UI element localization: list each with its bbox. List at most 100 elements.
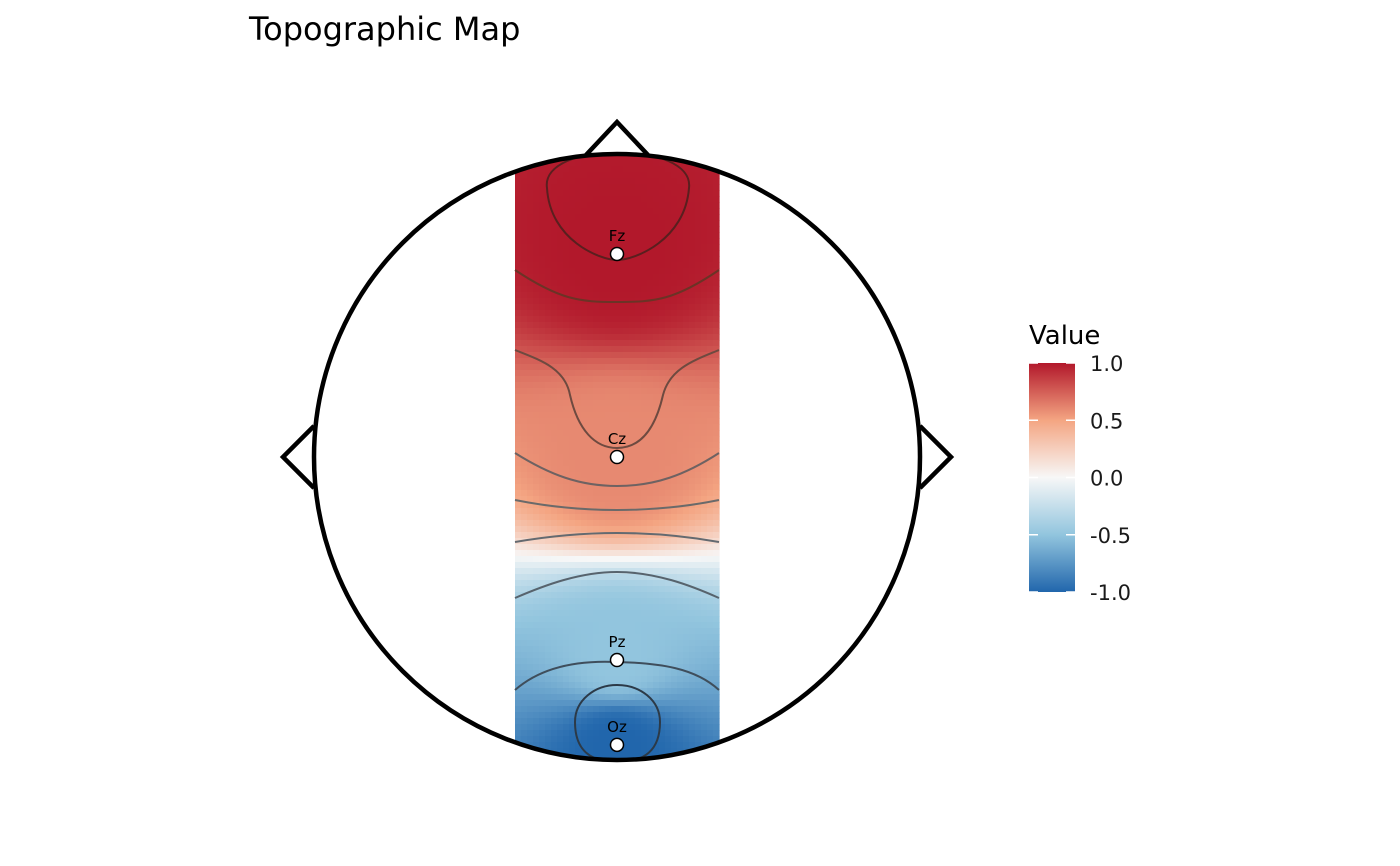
- field-cell: [599, 700, 606, 707]
- field-cell: [701, 244, 708, 251]
- field-cell: [677, 730, 684, 737]
- field-cell: [701, 412, 708, 419]
- field-cell: [689, 532, 696, 539]
- field-cell: [707, 196, 714, 203]
- field-cell: [599, 712, 606, 719]
- field-cell: [581, 442, 588, 449]
- field-cell: [593, 538, 600, 545]
- field-cell: [623, 238, 630, 245]
- field-cell: [671, 190, 678, 197]
- field-cell: [665, 514, 672, 521]
- field-cell: [539, 310, 546, 317]
- field-cell: [599, 574, 606, 581]
- field-cell: [521, 688, 528, 695]
- field-cell: [653, 268, 660, 275]
- field-cell: [653, 730, 660, 737]
- field-cell: [599, 640, 606, 647]
- field-cell: [677, 160, 684, 167]
- field-cell: [545, 178, 552, 185]
- field-cell: [617, 244, 624, 251]
- field-cell: [713, 616, 720, 623]
- field-cell: [569, 484, 576, 491]
- field-cell: [581, 274, 588, 281]
- field-cell: [689, 640, 696, 647]
- field-cell: [545, 598, 552, 605]
- field-cell: [647, 526, 654, 533]
- field-cell: [659, 628, 666, 635]
- field-cell: [545, 400, 552, 407]
- field-cell: [575, 172, 582, 179]
- field-cell: [521, 388, 528, 395]
- field-cell: [515, 580, 522, 587]
- field-cell: [593, 586, 600, 593]
- field-cell: [623, 166, 630, 173]
- field-cell: [707, 226, 714, 233]
- field-cell: [713, 226, 720, 233]
- field-cell: [557, 652, 564, 659]
- field-cell: [617, 238, 624, 245]
- field-cell: [599, 280, 606, 287]
- field-cell: [707, 232, 714, 239]
- field-cell: [581, 340, 588, 347]
- field-cell: [641, 556, 648, 563]
- field-cell: [521, 730, 528, 737]
- field-cell: [527, 574, 534, 581]
- field-cell: [629, 730, 636, 737]
- field-cell: [665, 388, 672, 395]
- field-cell: [701, 178, 708, 185]
- field-cell: [713, 202, 720, 209]
- field-cell: [557, 190, 564, 197]
- field-cell: [617, 184, 624, 191]
- field-cell: [551, 424, 558, 431]
- field-cell: [521, 340, 528, 347]
- field-cell: [593, 154, 600, 161]
- field-cell: [605, 484, 612, 491]
- field-cell: [527, 322, 534, 329]
- field-cell: [623, 556, 630, 563]
- field-cell: [671, 646, 678, 653]
- field-cell: [707, 154, 714, 161]
- field-cell: [641, 400, 648, 407]
- field-cell: [593, 496, 600, 503]
- field-cell: [671, 214, 678, 221]
- field-cell: [689, 298, 696, 305]
- field-cell: [593, 244, 600, 251]
- field-cell: [659, 592, 666, 599]
- field-cell: [683, 262, 690, 269]
- field-cell: [629, 256, 636, 263]
- field-cell: [677, 490, 684, 497]
- field-cell: [533, 202, 540, 209]
- field-cell: [587, 490, 594, 497]
- field-cell: [641, 514, 648, 521]
- field-cell: [599, 226, 606, 233]
- field-cell: [623, 622, 630, 629]
- field-cell: [665, 730, 672, 737]
- field-cell: [575, 202, 582, 209]
- legend-tick-label: -1.0: [1090, 581, 1131, 605]
- field-cell: [617, 532, 624, 539]
- field-cell: [689, 754, 696, 760]
- field-cell: [575, 382, 582, 389]
- field-cell: [515, 298, 522, 305]
- field-cell: [641, 238, 648, 245]
- field-cell: [659, 448, 666, 455]
- field-cell: [533, 730, 540, 737]
- field-cell: [599, 430, 606, 437]
- field-cell: [659, 478, 666, 485]
- field-cell: [617, 550, 624, 557]
- field-cell: [653, 346, 660, 353]
- field-cell: [581, 646, 588, 653]
- field-cell: [599, 370, 606, 377]
- field-cell: [611, 694, 618, 701]
- field-cell: [569, 562, 576, 569]
- field-cell: [629, 544, 636, 551]
- field-cell: [647, 718, 654, 725]
- contour-line: [514, 349, 720, 450]
- field-cell: [575, 610, 582, 617]
- field-cell: [545, 676, 552, 683]
- field-cell: [581, 562, 588, 569]
- field-cell: [659, 520, 666, 527]
- field-cell: [587, 514, 594, 521]
- field-cell: [587, 268, 594, 275]
- field-cell: [533, 454, 540, 461]
